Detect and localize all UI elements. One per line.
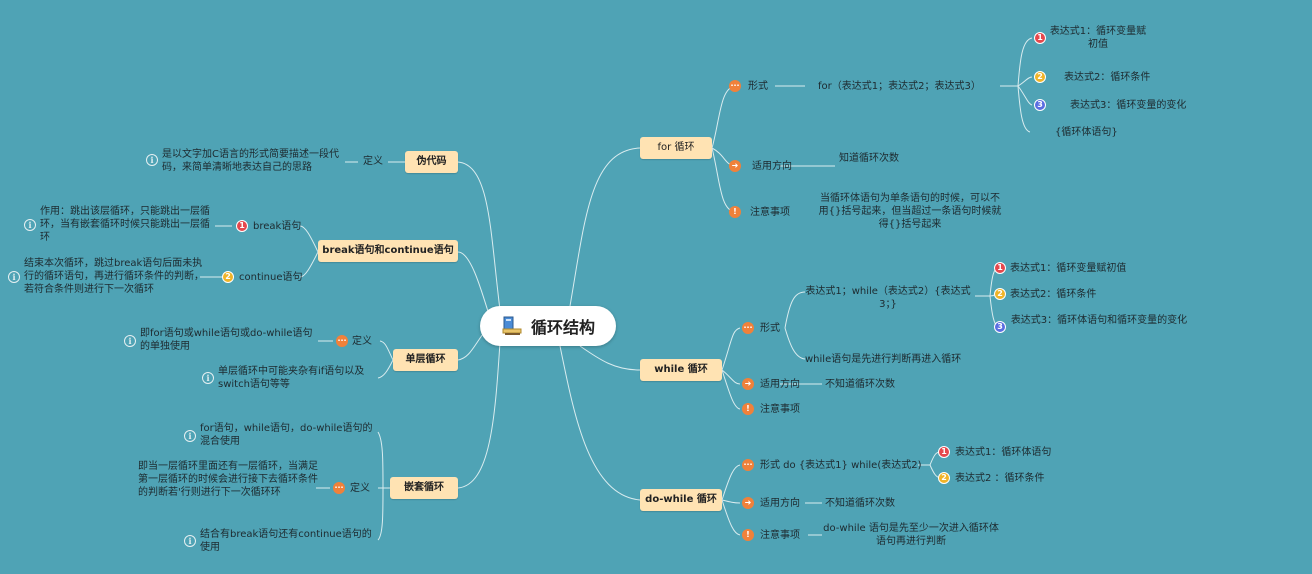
warning-icon: ! xyxy=(742,403,754,415)
for-form-label: 形式 xyxy=(748,81,768,92)
priority-3-icon: 3 xyxy=(1034,99,1046,111)
priority-2-icon: 2 xyxy=(938,472,950,484)
warning-icon: ! xyxy=(729,206,741,218)
for-item-4: {循环体语句} xyxy=(1055,127,1118,138)
for-item-1: 表达式1：循环变量赋初值 xyxy=(1049,26,1147,50)
while-item-3: 表达式3：循环体语句和循环变量的变化 xyxy=(1010,315,1188,326)
nested-def-label: 定义 xyxy=(350,483,370,494)
while-notes-label: 注意事项 xyxy=(760,404,800,415)
warning-icon: ! xyxy=(742,529,754,541)
arrow-right-icon: ➜ xyxy=(729,160,741,172)
info-icon: i xyxy=(146,154,158,166)
arrow-right-icon: ➜ xyxy=(742,497,754,509)
priority-1-icon: 1 xyxy=(236,220,248,232)
while-usage-label: 适用方向 xyxy=(760,379,800,390)
info-icon: i xyxy=(184,535,196,547)
more-icon: ··· xyxy=(333,482,345,494)
for-usage-value: 知道循环次数 xyxy=(839,153,899,164)
nested-text-1: for语句，while语句，do-while语句的混合使用 xyxy=(200,423,373,447)
pseudo-def-text: 是以文字加C语言的形式简要描述一段代码，来简单清晰地表达自己的思路 xyxy=(162,149,339,173)
nested-text-2: 即当一层循环里面还有一层循环，当满足第一层循环的时候会进行接下去循环条件的判断若… xyxy=(138,461,318,498)
info-icon: i xyxy=(24,219,36,231)
dowhile-notes-value: do-while 语句是先至少一次进入循环体语句再进行判断 xyxy=(823,523,999,547)
single-def-text: 即for语句或while语句或do-while语句的单独使用 xyxy=(140,328,313,352)
single-extra-text: 单层循环中可能夹杂有if语句以及switch语句等等 xyxy=(218,366,365,390)
for-notes-label: 注意事项 xyxy=(750,207,790,218)
for-item-3: 表达式3：循环变量的变化 xyxy=(1070,100,1187,111)
dowhile-usage-value: 不知道循环次数 xyxy=(825,498,895,509)
topic-pseudo-code[interactable]: 伪代码 xyxy=(405,151,458,173)
dowhile-notes-label: 注意事项 xyxy=(760,530,800,541)
single-def-label: 定义 xyxy=(352,336,372,347)
info-icon: i xyxy=(184,430,196,442)
nested-text-3: 结合有break语句还有continue语句的使用 xyxy=(200,529,372,553)
while-item-1: 表达式1：循环变量赋初值 xyxy=(1010,263,1127,274)
arrow-right-icon: ➜ xyxy=(742,378,754,390)
dowhile-item-1: 表达式1：循环体语句 xyxy=(955,447,1052,458)
root-title: 循环结构 xyxy=(530,318,595,337)
while-item-2: 表达式2：循环条件 xyxy=(1010,289,1097,300)
for-notes-value: 当循环体语句为单条语句的时候，可以不用{}括号起来，但当超过一条语句时候就得{}… xyxy=(818,193,1002,230)
dowhile-form-label: 形式 do {表达式1} while(表达式2) xyxy=(760,460,922,471)
for-form-value: for（表达式1；表达式2；表达式3） xyxy=(818,81,981,92)
topic-while-loop[interactable]: while 循环 xyxy=(640,359,722,381)
while-form-note: while语句是先进行判断再进入循环 xyxy=(805,354,962,365)
priority-1-icon: 1 xyxy=(938,446,950,458)
topic-single-loop[interactable]: 单层循环 xyxy=(393,349,458,371)
topic-for-loop[interactable]: for 循环 xyxy=(640,137,712,159)
info-icon: i xyxy=(8,271,20,283)
pseudo-def-label: 定义 xyxy=(363,156,383,167)
continue-label: continue语句 xyxy=(239,272,303,283)
while-form-label: 形式 xyxy=(760,323,780,334)
more-icon: ··· xyxy=(336,335,348,347)
break-label: break语句 xyxy=(253,221,302,232)
topic-break-continue[interactable]: break语句和continue语句 xyxy=(318,240,458,262)
topic-do-while-loop[interactable]: do-while 循环 xyxy=(640,489,722,511)
while-usage-value: 不知道循环次数 xyxy=(825,379,895,390)
more-icon: ··· xyxy=(742,322,754,334)
break-text: 作用：跳出该层循环，只能跳出一层循环，当有嵌套循环时候只能跳出一层循环 xyxy=(40,206,210,243)
info-icon: i xyxy=(202,372,214,384)
priority-1-icon: 1 xyxy=(1034,32,1046,44)
for-item-2: 表达式2：循环条件 xyxy=(1064,72,1151,83)
priority-2-icon: 2 xyxy=(994,288,1006,300)
topic-nested-loop[interactable]: 嵌套循环 xyxy=(390,477,458,499)
priority-1-icon: 1 xyxy=(994,262,1006,274)
book-stack-icon xyxy=(501,315,523,337)
priority-2-icon: 2 xyxy=(1034,71,1046,83)
root-topic[interactable]: 循环结构 xyxy=(480,306,616,346)
continue-text: 结束本次循环，跳过break语句后面未执行的循环语句，再进行循环条件的判断，若符… xyxy=(24,258,204,295)
priority-3-icon: 3 xyxy=(994,321,1006,333)
more-icon: ··· xyxy=(729,80,741,92)
dowhile-usage-label: 适用方向 xyxy=(760,498,800,509)
info-icon: i xyxy=(124,335,136,347)
dowhile-item-2: 表达式2 ：循环条件 xyxy=(955,473,1045,484)
priority-2-icon: 2 xyxy=(222,271,234,283)
while-form-value: 表达式1；while（表达式2）{表达式3；} xyxy=(805,286,971,310)
for-usage-label: 适用方向 xyxy=(752,161,792,172)
more-icon: ··· xyxy=(742,459,754,471)
